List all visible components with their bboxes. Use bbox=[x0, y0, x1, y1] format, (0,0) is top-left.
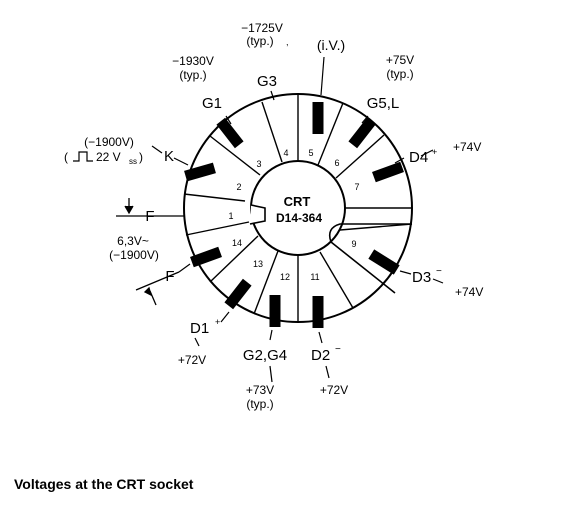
d3-sup: − bbox=[436, 266, 442, 277]
pin-contact-14 bbox=[190, 246, 222, 268]
pin-number: 9 bbox=[351, 239, 356, 249]
socket-key-notch bbox=[328, 223, 412, 294]
g3-tick-mark: , bbox=[286, 37, 289, 47]
k-bracket-close: ) bbox=[139, 150, 143, 164]
pin-contacts bbox=[184, 102, 404, 328]
k-pulse-sub: ss bbox=[129, 157, 137, 166]
pin-numbers: 1 2 3 4 5 6 7 9 11 12 13 14 bbox=[228, 148, 359, 282]
iv-label: (i.V.) bbox=[317, 37, 345, 53]
pin-number: 1 bbox=[228, 211, 233, 221]
k-voltage: (−1900V) bbox=[84, 135, 134, 149]
d1-voltage: +72V bbox=[178, 353, 206, 367]
d2-sup: − bbox=[335, 344, 341, 355]
pin-contact-3 bbox=[216, 117, 244, 149]
leader-lines bbox=[151, 56, 444, 383]
k-pulse: 22 V bbox=[96, 150, 121, 164]
heater-arrows bbox=[116, 198, 180, 306]
g2g4-typ: (typ.) bbox=[246, 397, 273, 411]
d1-label: D1 bbox=[190, 320, 209, 337]
pin-contact-7 bbox=[372, 161, 404, 183]
g5-typ: (typ.) bbox=[386, 67, 413, 81]
pin-number: 5 bbox=[308, 148, 313, 158]
d4-sup: + bbox=[432, 147, 437, 157]
socket-dividers bbox=[183, 94, 413, 322]
pin-number: 3 bbox=[256, 159, 261, 169]
k-label: K bbox=[164, 148, 174, 165]
pin-number: 4 bbox=[283, 148, 288, 158]
pin-contact-12 bbox=[269, 295, 281, 327]
pin-number: 14 bbox=[232, 238, 242, 248]
g3-typ: (typ.) bbox=[246, 34, 273, 48]
g1-typ: (typ.) bbox=[179, 68, 206, 82]
crt-type: D14-364 bbox=[276, 211, 322, 225]
d1-sup: + bbox=[215, 317, 220, 327]
crt-title: CRT bbox=[284, 194, 311, 209]
d4-label: D4 bbox=[409, 149, 428, 166]
heater-voltage: 6,3V~ bbox=[117, 234, 149, 248]
pin-contact-6 bbox=[348, 117, 376, 149]
g5-label: G5,L bbox=[367, 95, 400, 112]
figure-caption: Voltages at the CRT socket bbox=[14, 476, 194, 492]
g3-label: G3 bbox=[257, 73, 277, 90]
pin-number: 12 bbox=[280, 272, 290, 282]
f-bottom-label: F bbox=[165, 268, 174, 285]
pin-contact-9 bbox=[368, 249, 400, 275]
heater-bias: (−1900V) bbox=[109, 248, 159, 262]
f-top-label: F bbox=[145, 208, 154, 225]
pin-contact-11 bbox=[312, 296, 324, 328]
pin-number: 13 bbox=[253, 259, 263, 269]
d2-voltage: +72V bbox=[320, 383, 348, 397]
hub-notch-left bbox=[249, 204, 266, 225]
pin-contact-2 bbox=[184, 162, 216, 182]
k-bracket-open: ( bbox=[64, 150, 68, 164]
g2g4-voltage: +73V bbox=[246, 383, 274, 397]
g1-label: G1 bbox=[202, 95, 222, 112]
d3-label: D3 bbox=[412, 269, 431, 286]
pin-number: 7 bbox=[354, 182, 359, 192]
k-pulse-symbol bbox=[73, 151, 93, 162]
g5-voltage: +75V bbox=[386, 53, 414, 67]
d4-voltage: +74V bbox=[453, 140, 481, 154]
g2g4-label: G2,G4 bbox=[243, 347, 287, 364]
pin-number: 2 bbox=[236, 182, 241, 192]
pin-number: 6 bbox=[334, 158, 339, 168]
d2-label: D2 bbox=[311, 347, 330, 364]
pin-contact-13 bbox=[224, 278, 252, 310]
pin-number: 11 bbox=[310, 272, 319, 282]
g1-voltage: −1930V bbox=[172, 54, 214, 68]
pin-contact-5 bbox=[312, 102, 324, 134]
g3-voltage: −1725V bbox=[241, 21, 283, 35]
d3-voltage: +74V bbox=[455, 285, 483, 299]
